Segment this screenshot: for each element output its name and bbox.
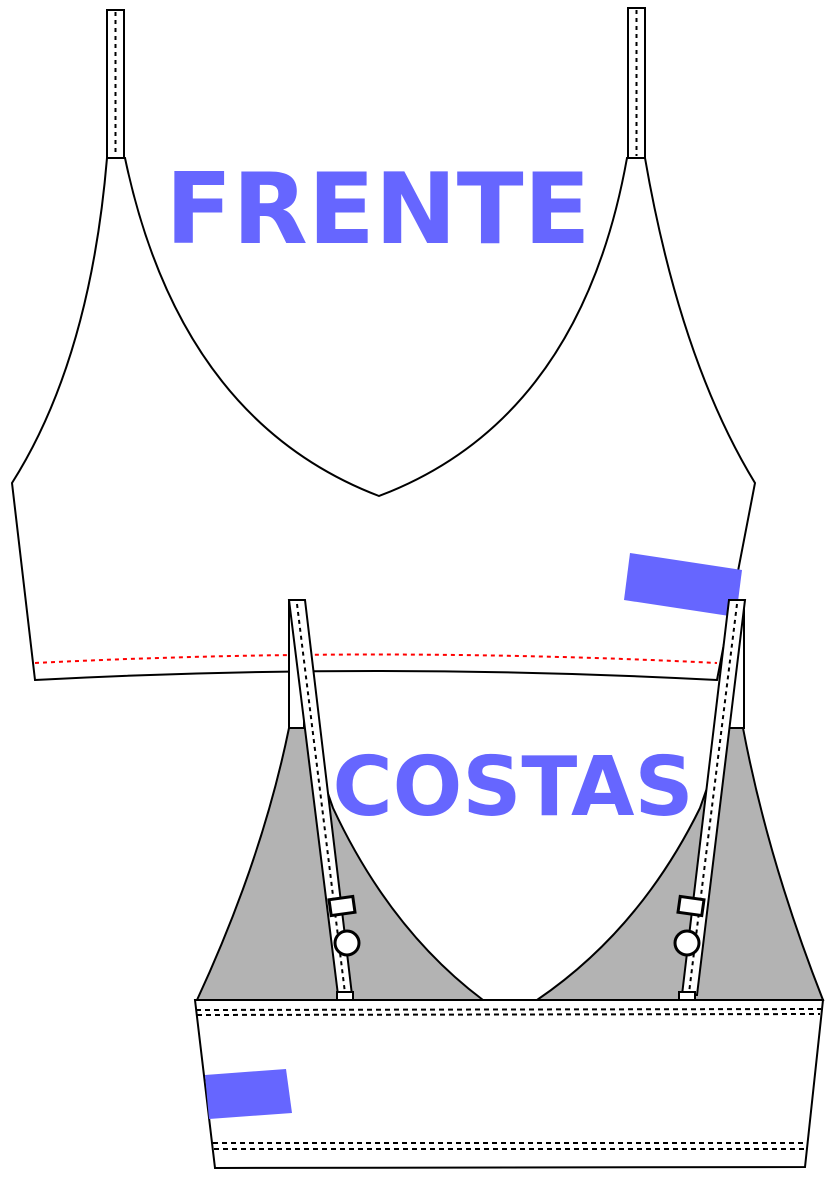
strap-slider-icon xyxy=(676,894,706,918)
strap-ring-icon xyxy=(333,929,361,957)
front-right-strap xyxy=(627,7,646,159)
front-title: FRENTE xyxy=(165,153,590,267)
front-body-outline xyxy=(10,157,757,682)
front-view: FRENTE xyxy=(10,7,757,682)
front-left-strap xyxy=(106,9,125,159)
back-label-tag xyxy=(205,1069,292,1119)
back-band xyxy=(193,999,825,1170)
strap-ring-icon xyxy=(673,929,701,957)
back-view: COSTAS xyxy=(193,599,825,1170)
front-hem-stitch xyxy=(34,653,718,664)
front-label-tag xyxy=(624,553,742,617)
back-right-strap xyxy=(673,599,747,1001)
back-left-strap xyxy=(287,599,361,1001)
strap-slider-icon xyxy=(327,894,357,918)
back-title: COSTAS xyxy=(332,740,693,835)
